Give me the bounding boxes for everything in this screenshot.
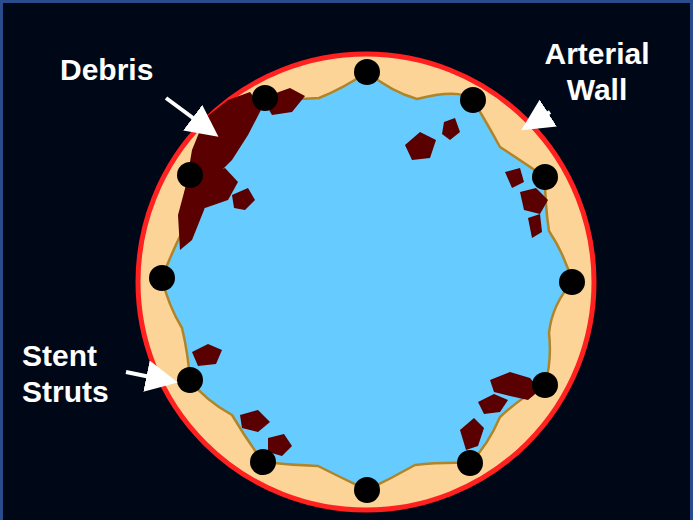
stent-struts <box>149 59 585 503</box>
part-label: Stent Struts <box>22 338 142 410</box>
part-label: Debris <box>60 52 180 88</box>
arterial-wall <box>138 54 594 510</box>
lumen <box>162 72 572 490</box>
leader-arrows <box>126 98 550 381</box>
debris <box>178 88 548 456</box>
part-label: Arterial Wall <box>522 36 672 108</box>
